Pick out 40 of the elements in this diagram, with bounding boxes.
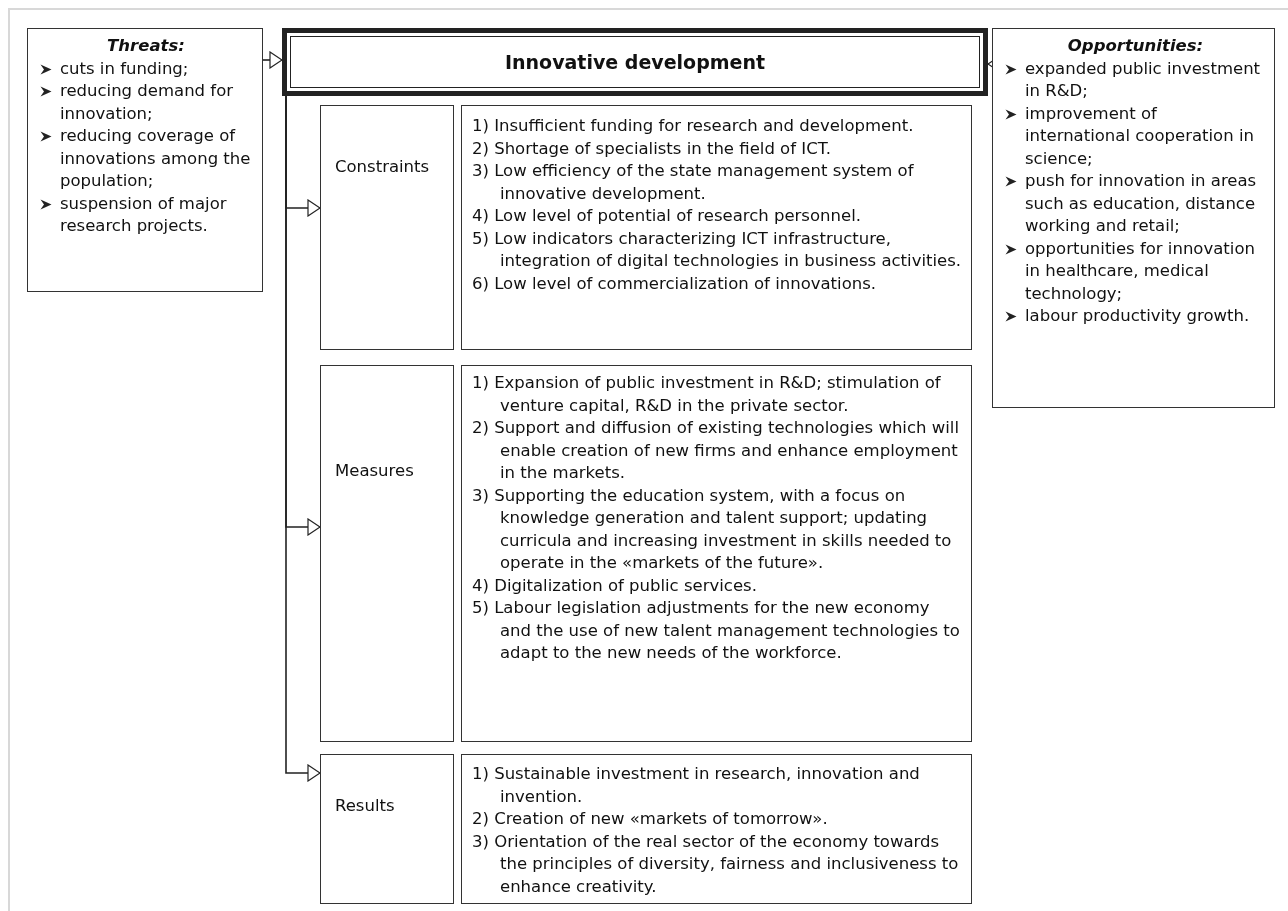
text-box xyxy=(992,28,1275,408)
arrow xyxy=(285,95,321,782)
category-label: Measures xyxy=(335,461,414,480)
list-item: 3) Low efficiency of the state management system of innovative development. xyxy=(472,160,915,205)
list-box xyxy=(461,105,972,350)
bullet-text: opportunities for innovation in healthcare, medical technology; xyxy=(1025,237,1256,305)
list-item: 1) Sustainable investment in research, innovation and invention. xyxy=(472,763,921,808)
text-box xyxy=(27,28,263,292)
bullet-text: reducing demand for innovation; xyxy=(60,80,234,125)
list-item: 1) Insufficient funding for research and development. xyxy=(472,115,915,137)
list-item: 2) Shortage of specialists in the field of ICT. xyxy=(472,137,832,160)
category-label: Results xyxy=(335,796,395,815)
list-box xyxy=(461,365,972,742)
list-item: 3) Orientation of the real sector of the economy towards the principles of diversity, fairness and inclusiveness to enhance creativity. xyxy=(472,830,960,898)
bullet-text: labour productivity growth. xyxy=(1025,305,1250,327)
list-item: 3) Supporting the education system, with a focus on knowledge generation and talent support; updating curricula and increasing investment in skills needed to operate in the «markets of the future». xyxy=(472,484,953,574)
list-item: 1) Expansion of public investment in R&D; stimulation of venture capital, R&D in the private sector. xyxy=(472,372,942,417)
category-label: Constraints xyxy=(335,157,430,176)
list-item: 6) Low level of commercialization of innovations. xyxy=(472,272,878,295)
title-text: Innovative development xyxy=(504,50,766,74)
heading: Threats: xyxy=(106,35,186,57)
bullet-text: improvement of international cooperation in science; xyxy=(1025,102,1255,170)
bullet-text: push for innovation in areas such as education, distance working and retail; xyxy=(1025,170,1258,237)
category-box xyxy=(320,365,454,742)
bullet-text: suspension of major research projects. xyxy=(60,192,228,237)
arrow xyxy=(262,51,283,69)
list-item: 4) Digitalization of public services. xyxy=(472,574,758,597)
title-box xyxy=(282,28,988,96)
bullet-text: expanded public investment in R&D; xyxy=(1025,57,1262,102)
list-item: 2) Creation of new «markets of tomorrow». xyxy=(472,808,829,830)
list-item: 5) Low indicators characterizing ICT infrastructure, integration of digital technologies in business activities. xyxy=(472,227,963,272)
list-box xyxy=(461,754,972,904)
list-item: 5) Labour legislation adjustments for the new economy and the use of new talent management technologies to adapt to the new needs of the workforce. xyxy=(472,597,961,664)
list-item: 2) Support and diffusion of existing technologies which will enable creation of new firms and enhance employment in the markets. xyxy=(472,417,960,484)
list-item: 4) Low level of potential of research personnel. xyxy=(472,205,862,227)
heading: Opportunities: xyxy=(1066,35,1205,57)
category-box xyxy=(320,754,454,904)
category-box xyxy=(320,105,454,350)
bullet-text: reducing coverage of innovations among the population; xyxy=(60,125,252,192)
bullet-text: cuts in funding; xyxy=(60,57,189,80)
